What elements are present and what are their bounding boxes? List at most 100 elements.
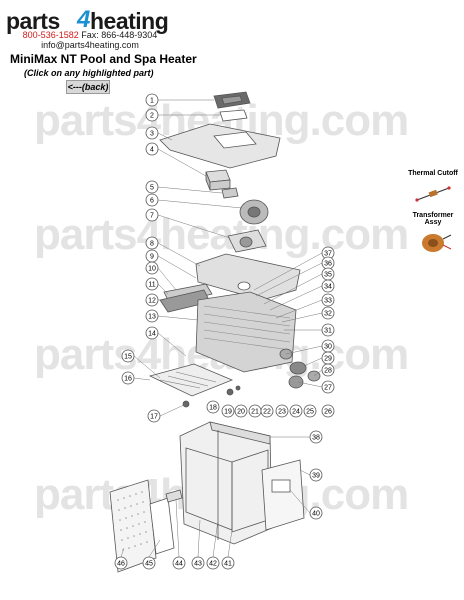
part-vent-grille[interactable]: [213, 91, 251, 109]
side-part-label: Transformer Assy: [412, 212, 454, 226]
callout-28[interactable]: 28: [321, 363, 335, 377]
callout-18[interactable]: 18: [206, 400, 220, 414]
callout-13[interactable]: 13: [145, 309, 159, 323]
callout-17[interactable]: 17: [147, 409, 161, 423]
svg-text:43: 43: [194, 561, 202, 568]
callout-36[interactable]: 36: [321, 256, 335, 270]
watermark-2: parts4heating.com: [34, 210, 409, 259]
callout-4[interactable]: 4: [145, 142, 159, 156]
callout-10[interactable]: 10: [145, 261, 159, 275]
page-title: MiniMax NT Pool and Spa Heater: [10, 52, 197, 66]
side-part-label: Thermal Cutoff: [408, 170, 458, 177]
callout-30[interactable]: 30: [321, 339, 335, 353]
svg-text:7: 7: [150, 213, 154, 220]
svg-text:45: 45: [145, 561, 153, 568]
callout-3[interactable]: 3: [145, 126, 159, 140]
part-top-cover[interactable]: [159, 123, 281, 169]
callout-44[interactable]: 44: [172, 556, 186, 570]
callout-6[interactable]: 6: [145, 193, 159, 207]
svg-text:35: 35: [324, 272, 332, 279]
svg-text:25: 25: [306, 409, 314, 416]
part-control-panel[interactable]: [149, 489, 183, 555]
back-button[interactable]: <---(back): [66, 80, 110, 94]
callout-29[interactable]: 29: [321, 351, 335, 365]
svg-text:46: 46: [117, 561, 125, 568]
svg-text:5: 5: [150, 185, 154, 192]
svg-text:36: 36: [324, 261, 332, 268]
part-burner-tray[interactable]: [148, 363, 234, 397]
callout-23[interactable]: 23: [275, 404, 289, 418]
logo-text-parts: parts: [6, 8, 60, 34]
part-combustion-hood[interactable]: [195, 253, 301, 301]
fax-number: Fax: 866-448-9304: [81, 30, 158, 40]
callout-38[interactable]: 38: [309, 430, 323, 444]
callout-2[interactable]: 2: [145, 108, 159, 122]
callout-14[interactable]: 14: [145, 326, 159, 340]
callout-39[interactable]: 39: [309, 468, 323, 482]
part-junction-box[interactable]: [205, 169, 231, 191]
svg-text:40: 40: [312, 511, 320, 518]
callout-43[interactable]: 43: [191, 556, 205, 570]
callout-37[interactable]: 37: [321, 246, 335, 260]
callout-31[interactable]: 31: [321, 323, 335, 337]
svg-text:32: 32: [324, 311, 332, 318]
logo-four: 4: [77, 6, 91, 33]
callout-25[interactable]: 25: [303, 404, 317, 418]
svg-text:2: 2: [150, 113, 154, 120]
callout-41[interactable]: 41: [221, 556, 235, 570]
callout-42[interactable]: 42: [206, 556, 220, 570]
callout-12[interactable]: 12: [145, 293, 159, 307]
callout-22[interactable]: 22: [260, 404, 274, 418]
callout-9[interactable]: 9: [145, 249, 159, 263]
callout-16[interactable]: 16: [121, 371, 135, 385]
callout-33[interactable]: 33: [321, 293, 335, 307]
callout-32[interactable]: 32: [321, 306, 335, 320]
callout-21[interactable]: 21: [248, 404, 262, 418]
part-small-hardware[interactable]: [182, 385, 241, 408]
callout-46[interactable]: 46: [114, 556, 128, 570]
svg-text:37: 37: [324, 251, 332, 258]
svg-text:11: 11: [148, 282, 155, 289]
svg-text:17: 17: [150, 414, 158, 421]
part-side-panel[interactable]: [109, 479, 157, 573]
svg-text:3: 3: [150, 131, 154, 138]
callout-27[interactable]: 27: [321, 380, 335, 394]
svg-text:9: 9: [150, 254, 154, 261]
callout-8[interactable]: 8: [145, 236, 159, 250]
part-cabinet[interactable]: [179, 421, 273, 545]
callout-5[interactable]: 5: [145, 180, 159, 194]
part-gasket[interactable]: [219, 109, 248, 122]
part-heat-exchanger[interactable]: [195, 291, 297, 373]
callout-1[interactable]: 1: [145, 93, 159, 107]
svg-text:29: 29: [324, 356, 332, 363]
part-water-fittings[interactable]: [279, 348, 321, 389]
callout-11[interactable]: 11: [145, 277, 159, 291]
callout-35[interactable]: 35: [321, 267, 335, 281]
part-flange[interactable]: [227, 229, 267, 253]
callout-7[interactable]: 7: [145, 208, 159, 222]
callout-40[interactable]: 40: [309, 506, 323, 520]
svg-text:38: 38: [312, 435, 320, 442]
thermal-cutoff-icon: [415, 186, 451, 202]
side-part-transformer[interactable]: Transformer Assy: [404, 212, 462, 255]
svg-text:4: 4: [150, 147, 154, 154]
callout-15[interactable]: 15: [121, 349, 135, 363]
callout-20[interactable]: 20: [234, 404, 248, 418]
callout-26[interactable]: 26: [321, 404, 335, 418]
side-part-thermal-cutoff[interactable]: Thermal Cutoff: [404, 170, 462, 206]
callout-34[interactable]: 34: [321, 279, 335, 293]
part-door-panel[interactable]: [261, 459, 305, 531]
parts4heating-logo[interactable]: parts 4 heating: [6, 6, 169, 36]
svg-text:41: 41: [224, 561, 232, 568]
callout-19[interactable]: 19: [221, 404, 235, 418]
part-gas-manifold[interactable]: [159, 283, 213, 313]
callout-24[interactable]: 24: [289, 404, 303, 418]
svg-text:16: 16: [124, 376, 132, 383]
callout-45[interactable]: 45: [142, 556, 156, 570]
part-bracket[interactable]: [221, 187, 239, 199]
svg-text:42: 42: [209, 561, 217, 568]
svg-text:26: 26: [324, 409, 332, 416]
part-blower[interactable]: [239, 199, 269, 225]
transformer-icon: [422, 234, 452, 252]
logo-text-heating: heating: [90, 8, 169, 34]
